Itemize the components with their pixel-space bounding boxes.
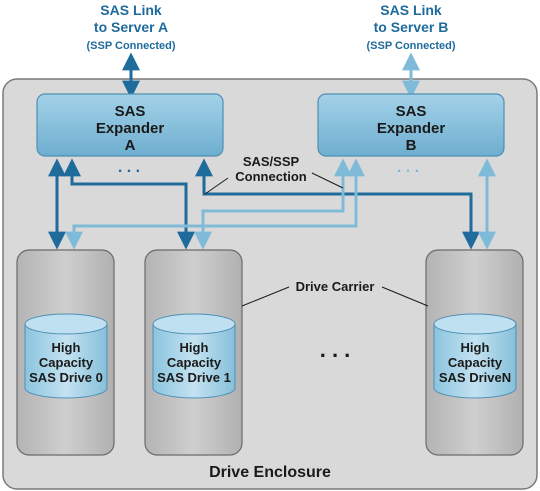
server-b-label-line3: (SSP Connected)	[366, 40, 455, 52]
sas-expander-a	[36, 93, 224, 157]
drive-n-line3: SAS DriveN	[439, 370, 511, 385]
drive-n-line2: Capacity	[448, 355, 503, 370]
expander-b-line2: Expander	[377, 120, 446, 137]
connection-label-line2: Connection	[235, 169, 307, 184]
expander-b-line3: B	[406, 137, 417, 154]
connection-leader-right	[311, 172, 344, 189]
expander-a-line1: SAS	[115, 103, 146, 120]
drive-0-line2: Capacity	[39, 355, 94, 370]
server-a-label-line3: (SSP Connected)	[86, 40, 175, 52]
drive-enclosure-label: Drive Enclosure	[209, 464, 331, 481]
drive-0-line3: SAS Drive 0	[29, 370, 103, 385]
carrier-leader-right	[381, 286, 429, 307]
drive-1-line3: SAS Drive 1	[157, 370, 231, 385]
expander-b-line1: SAS	[396, 103, 427, 120]
server-b-label-line2: to Server B	[374, 19, 449, 35]
drive-0	[24, 313, 108, 399]
expander-b-port-dots: . . .	[397, 159, 419, 176]
sas-expander-b	[317, 93, 505, 157]
expander-a-line3: A	[125, 137, 136, 154]
drive-1-line1: High	[180, 340, 209, 355]
server-a-label-line1: SAS Link	[100, 2, 162, 18]
drive-1-line2: Capacity	[167, 355, 222, 370]
drive-carrier-label: Drive Carrier	[296, 279, 375, 294]
drive-1	[152, 313, 236, 399]
server-a-label-line2: to Server A	[94, 19, 168, 35]
server-b-label-line1: SAS Link	[380, 2, 442, 18]
link-b-drive1	[194, 158, 352, 250]
drive-n-line1: High	[461, 340, 490, 355]
drive-0-line1: High	[52, 340, 81, 355]
connection-label-line1: SAS/SSP	[243, 154, 300, 169]
carrier-leader-left	[241, 286, 290, 307]
expander-a-port-dots: . . .	[118, 159, 140, 176]
drive-n	[433, 313, 517, 399]
connection-leader-left	[204, 177, 229, 195]
between-drives-dots: . . .	[320, 337, 351, 362]
expander-a-line2: Expander	[96, 120, 165, 137]
